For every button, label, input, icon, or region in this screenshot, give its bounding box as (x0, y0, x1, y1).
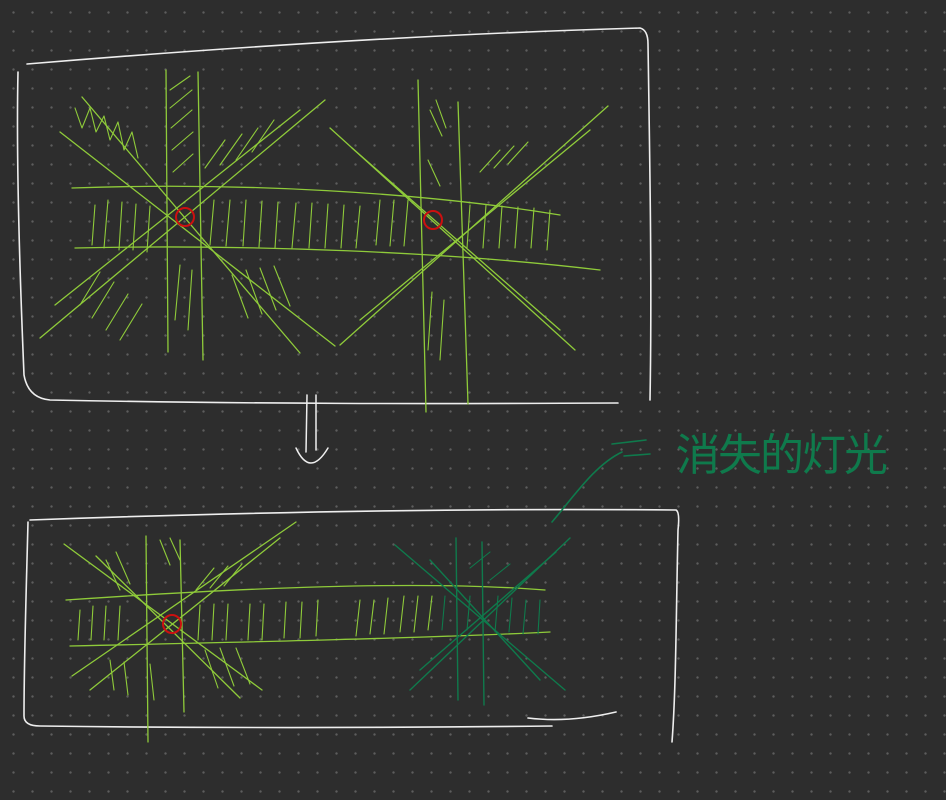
double-down-arrow-icon (295, 394, 329, 464)
before-panel-frame (16, 27, 652, 405)
light-source-marker (162, 614, 182, 634)
before-panel (16, 27, 652, 413)
after-panel-frame (23, 508, 680, 743)
light-source-marker (423, 210, 443, 230)
light-source-marker (175, 207, 195, 227)
curved-arrow-icon (551, 439, 651, 523)
light-beams-left (39, 69, 601, 361)
light-beams-right-off (394, 537, 571, 706)
light-beams-right (329, 79, 609, 413)
annotation: 消失的灯光 (551, 430, 889, 523)
after-panel (23, 508, 680, 743)
annotation-text: 消失的灯光 (676, 430, 887, 481)
light-beams-left (63, 521, 551, 743)
